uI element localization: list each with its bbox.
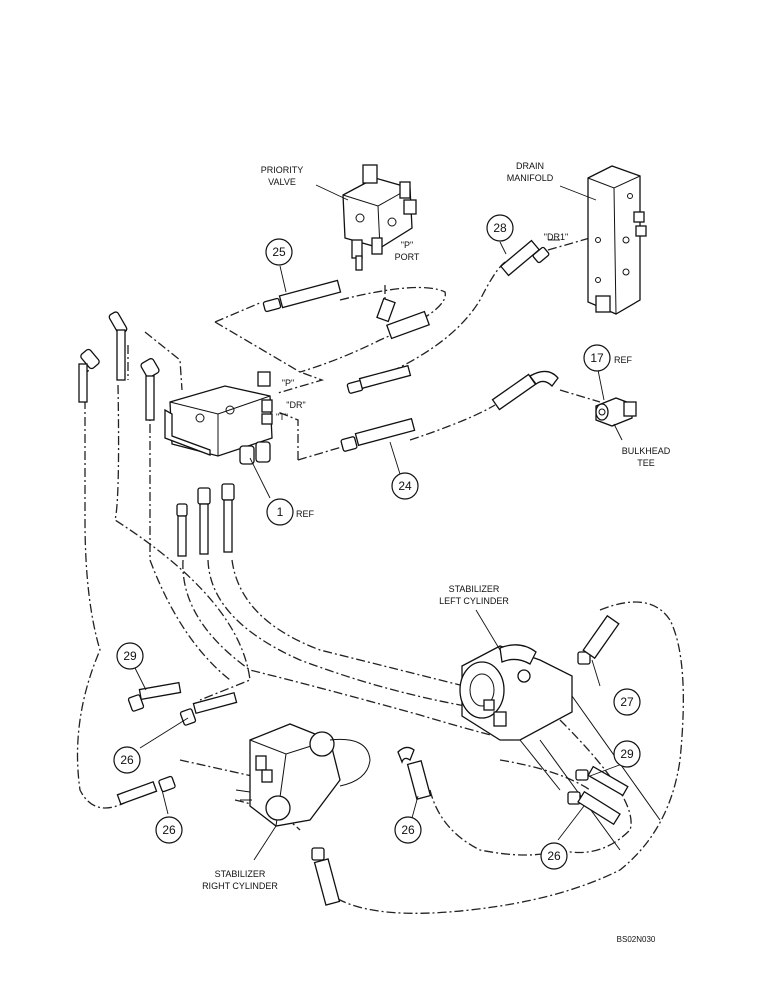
stabilizer-right-cylinder xyxy=(235,723,371,827)
hose-24-upper xyxy=(346,364,412,394)
hose-26-left-upper xyxy=(179,691,238,726)
hose-to-tee xyxy=(491,370,559,411)
callout-24-number: 24 xyxy=(398,479,412,493)
callout-26-left-lower: 26 xyxy=(155,816,183,844)
callout-29-left-number: 29 xyxy=(123,649,137,663)
callout-29-right-number: 29 xyxy=(620,747,634,761)
dr1-port-label: "DR1" xyxy=(544,232,568,242)
control-valve-block xyxy=(164,371,273,465)
callout-25: 25 xyxy=(265,238,293,266)
priority-valve-label-line1: PRIORITY xyxy=(261,165,304,175)
valve-block-fittings xyxy=(78,311,235,557)
label-bulkhead-tee: BULKHEAD TEE xyxy=(622,446,671,468)
right-cylinder-label-line2: RIGHT CYLINDER xyxy=(202,881,278,891)
label-priority-valve: PRIORITY VALVE xyxy=(261,165,304,187)
hose-24-lower xyxy=(340,417,416,452)
callout-17-number: 17 xyxy=(590,351,604,365)
hose-25 xyxy=(262,279,342,313)
bulkhead-tee-label-line2: TEE xyxy=(637,458,655,468)
drawing-code: BS02N030 xyxy=(617,935,656,944)
callout-28: 28 xyxy=(486,214,514,242)
callout-26-right-number: 26 xyxy=(547,849,561,863)
right-cylinder-label-line1: STABILIZER xyxy=(215,869,266,879)
callout-24: 24 xyxy=(391,472,419,500)
label-drain-manifold: DRAIN MANIFOLD xyxy=(507,161,554,183)
drain-manifold-label-line2: MANIFOLD xyxy=(507,173,554,183)
callout-25-number: 25 xyxy=(272,245,286,259)
priority-valve xyxy=(342,164,431,340)
label-left-cylinder: STABILIZER LEFT CYLINDER xyxy=(439,584,509,606)
hose-28 xyxy=(499,239,550,277)
callout-26-left-upper-number: 26 xyxy=(120,753,134,767)
p-port-label-line2: PORT xyxy=(395,252,420,262)
callout-26-right: 26 xyxy=(540,842,568,870)
bulkhead-tee-label-line1: BULKHEAD xyxy=(622,446,671,456)
hose-27 xyxy=(577,614,620,665)
hose-26-center xyxy=(397,746,432,800)
leader-lines xyxy=(133,184,623,861)
callout-27: 27 xyxy=(613,688,641,716)
dr-port-label: "DR" xyxy=(286,400,305,410)
callout-26-left-lower-number: 26 xyxy=(162,823,176,837)
callout-29-right: 29 xyxy=(613,740,641,768)
hose-26-left-lower xyxy=(116,775,176,806)
callout-26-center-number: 26 xyxy=(401,823,415,837)
hose-26-right xyxy=(567,790,621,826)
hose-29-left xyxy=(127,681,182,712)
label-p-port: "P" PORT xyxy=(395,240,420,262)
callout-27-number: 27 xyxy=(620,695,634,709)
priority-valve-label-line2: VALVE xyxy=(268,177,296,187)
callout-1: 1 xyxy=(266,498,294,526)
callout-28-number: 28 xyxy=(493,221,507,235)
t-port-label: "T" xyxy=(276,412,288,422)
drain-manifold xyxy=(587,165,647,315)
callout-26-left-upper: 26 xyxy=(113,746,141,774)
ref-17-label: REF xyxy=(614,355,633,365)
callout-17: 17 xyxy=(583,344,611,372)
callout-1-number: 1 xyxy=(277,505,284,519)
callout-29-left: 29 xyxy=(116,642,144,670)
callout-26-center: 26 xyxy=(394,816,422,844)
bulkhead-tee xyxy=(595,397,637,427)
left-cylinder-label-line2: LEFT CYLINDER xyxy=(439,596,509,606)
left-cylinder-label-line1: STABILIZER xyxy=(449,584,500,594)
drain-manifold-label-line1: DRAIN xyxy=(516,161,544,171)
p-port-label-line1: "P" xyxy=(401,240,413,250)
p-port-block-label: "P" xyxy=(282,378,294,388)
ref-1-label: REF xyxy=(296,509,315,519)
hose-26-right-cylinder xyxy=(311,847,341,906)
label-right-cylinder: STABILIZER RIGHT CYLINDER xyxy=(202,869,278,891)
hose-29-right xyxy=(575,765,629,797)
